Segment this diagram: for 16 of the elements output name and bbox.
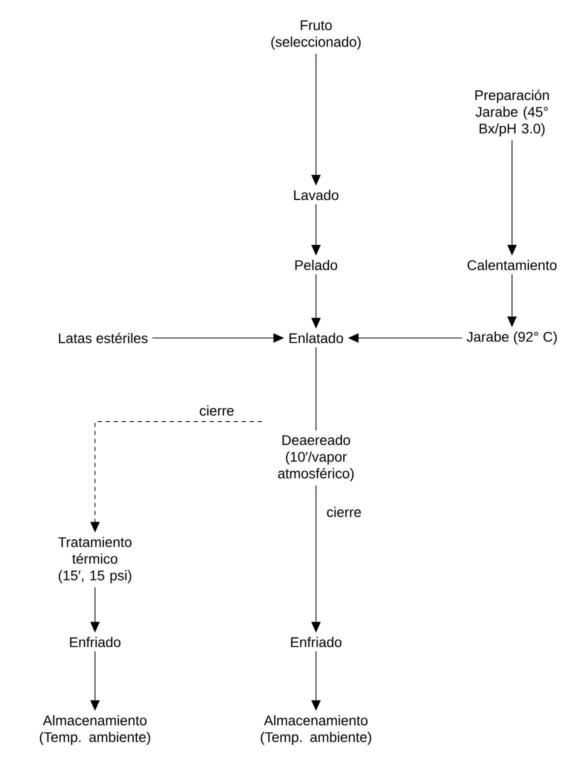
step-label: Preparación Jarabe (45° Bx/pH 3.0): [475, 90, 549, 136]
step-label: Pelado: [295, 260, 338, 270]
step-label: Calentamiento: [468, 260, 557, 270]
edge-label: cierre: [325, 505, 363, 518]
step-label: Lavado: [294, 190, 338, 200]
step-label: Tratamiento térmico (15′, 15 psi): [58, 536, 132, 584]
edge-label: cierre: [198, 404, 236, 418]
step-label: Fruto (seleccionado): [271, 20, 361, 50]
step-label: Enfriado: [70, 636, 120, 648]
step-label: Latas estériles: [59, 332, 148, 344]
step-label: Almacenamiento (Temp. ambiente): [40, 715, 150, 745]
step-label: Deaereado (10′/vapor atmosférico): [278, 434, 354, 482]
step-label: Enlatado: [290, 332, 344, 344]
step-label: Almacenamiento (Temp. ambiente): [260, 715, 372, 745]
step-label: Jarabe (92° C): [466, 331, 557, 345]
step-label: Enfriado: [291, 636, 342, 648]
